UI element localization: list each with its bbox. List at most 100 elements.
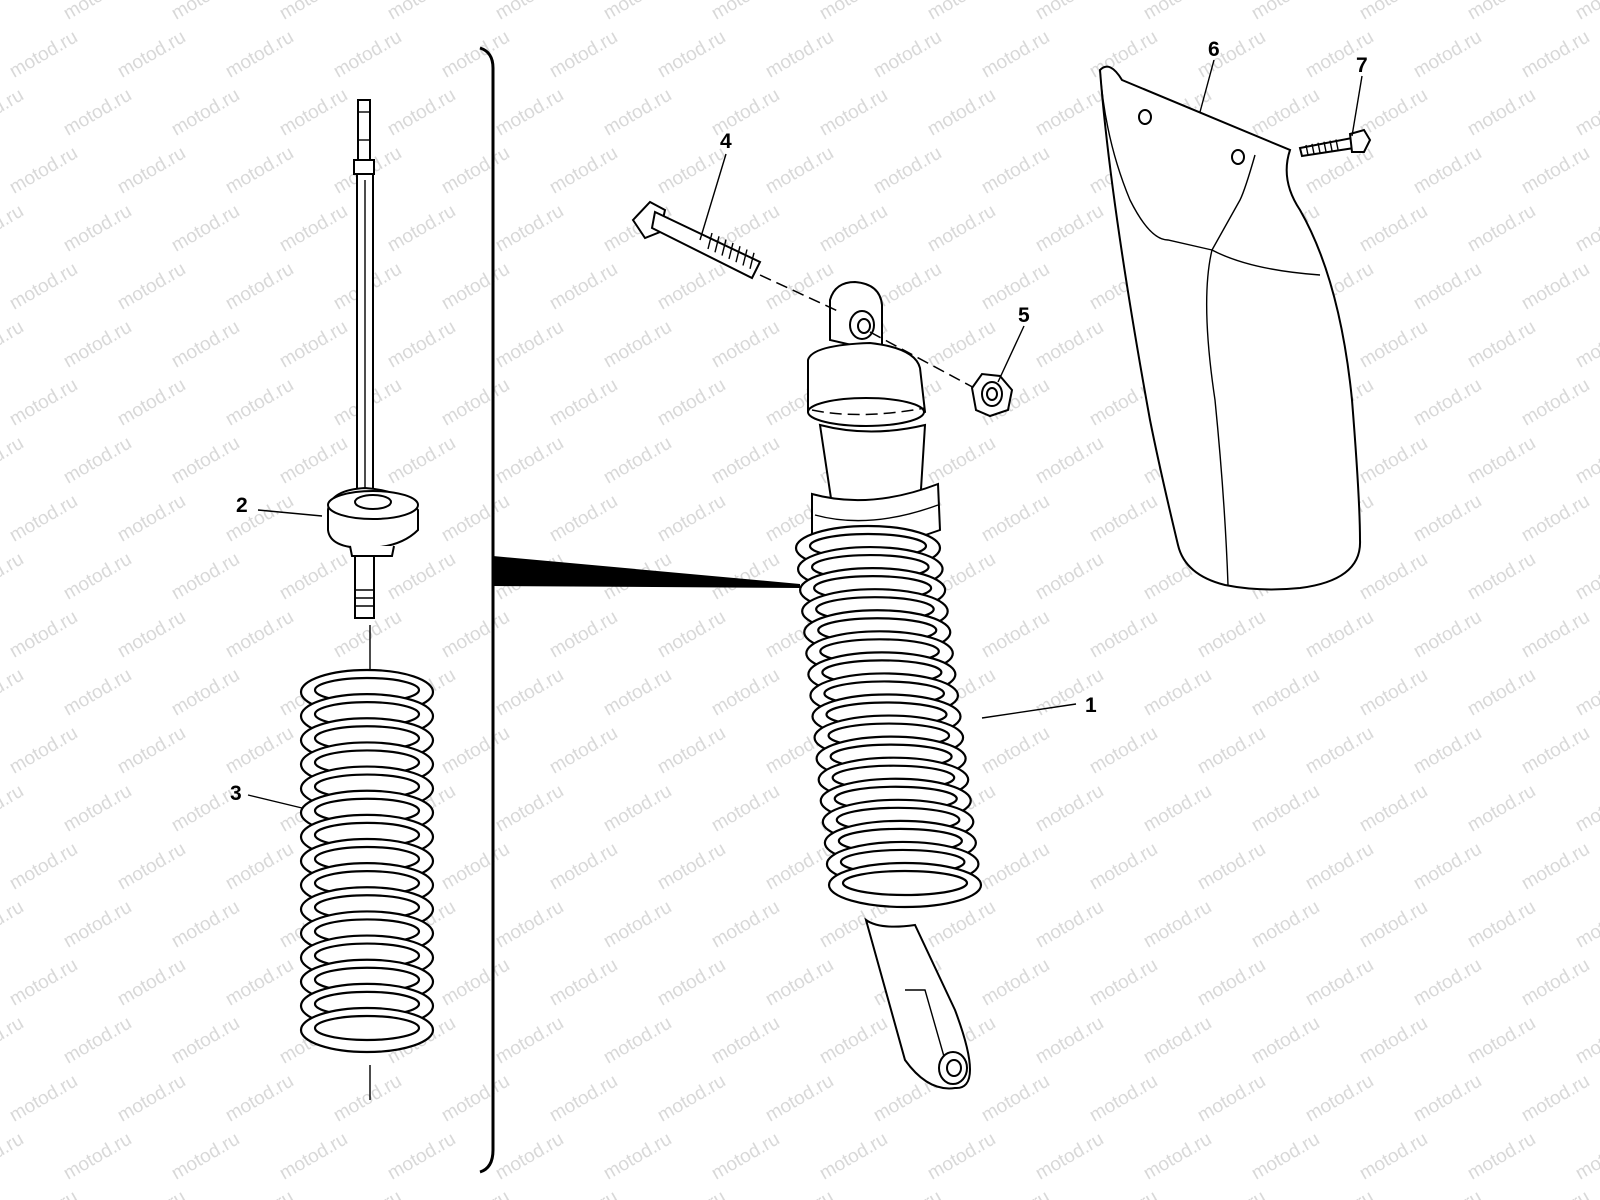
watermark-text: motod.ru (924, 201, 999, 257)
watermark-text: motod.ru (384, 201, 459, 257)
watermark-text: motod.ru (492, 201, 567, 257)
screw-thread (1335, 139, 1339, 150)
watermark-text: motod.ru (6, 1071, 81, 1127)
watermark-text: motod.ru (222, 1187, 297, 1200)
watermark-text: motod.ru (114, 723, 189, 779)
bolt-thread (714, 236, 720, 253)
spring-coil-inner (841, 869, 969, 897)
watermark-text: motod.ru (654, 955, 729, 1011)
watermark-text: motod.ru (978, 259, 1053, 315)
watermark-text: motod.ru (1518, 723, 1593, 779)
watermark-text: motod.ru (1248, 665, 1323, 721)
watermark-text: motod.ru (546, 1071, 621, 1127)
watermark-text: motod.ru (60, 897, 135, 953)
bolt-axis-line (759, 274, 841, 313)
watermark-text: motod.ru (114, 839, 189, 895)
watermark-text: motod.ru (0, 433, 27, 489)
watermark-text: motod.ru (1032, 85, 1107, 141)
watermark-text: motod.ru (1464, 317, 1539, 373)
watermark-text: motod.ru (1302, 1071, 1377, 1127)
watermark-text: motod.ru (1248, 1013, 1323, 1069)
watermark-text: motod.ru (1302, 1187, 1377, 1200)
watermark-text: motod.ru (708, 317, 783, 373)
watermark-text: motod.ru (654, 143, 729, 199)
watermark-text: motod.ru (1410, 607, 1485, 663)
watermark-text: motod.ru (1464, 781, 1539, 837)
watermark-text: motod.ru (708, 1013, 783, 1069)
watermark-text: motod.ru (60, 317, 135, 373)
watermark-text: motod.ru (978, 1187, 1053, 1200)
watermark-text: motod.ru (1464, 0, 1539, 24)
watermark-text: motod.ru (438, 143, 513, 199)
watermark-text: motod.ru (1518, 955, 1593, 1011)
watermark-text: motod.ru (1356, 317, 1431, 373)
watermark-text: motod.ru (0, 317, 27, 373)
watermark-text: motod.ru (168, 897, 243, 953)
watermark-text: motod.ru (438, 27, 513, 83)
watermark-text: motod.ru (276, 201, 351, 257)
leader-lines (247, 59, 1363, 809)
watermark-text: motod.ru (1410, 1071, 1485, 1127)
watermark-text: motod.ru (654, 1071, 729, 1127)
watermark-text: motod.ru (1356, 781, 1431, 837)
watermark-text: motod.ru (600, 1129, 675, 1185)
watermark-text: motod.ru (978, 607, 1053, 663)
watermark-text: motod.ru (1464, 549, 1539, 605)
loose-coil-spring (299, 668, 435, 1054)
watermark-text: motod.ru (1356, 85, 1431, 141)
watermark-text: motod.ru (168, 201, 243, 257)
watermark-text: motod.ru (114, 1187, 189, 1200)
shock-absorber-assembled (807, 280, 942, 547)
watermark-text: motod.ru (276, 0, 351, 24)
watermark-text: motod.ru (1086, 491, 1161, 547)
watermark-text: motod.ru (654, 491, 729, 547)
watermark-text: motod.ru (1086, 1187, 1161, 1200)
watermark-text: motod.ru (0, 781, 27, 837)
watermark-text: motod.ru (924, 85, 999, 141)
watermark-text: motod.ru (222, 723, 297, 779)
watermark-text: motod.ru (492, 897, 567, 953)
watermark-text: motod.ru (1248, 0, 1323, 24)
watermark-text: motod.ru (492, 433, 567, 489)
watermark-text: motod.ru (276, 1129, 351, 1185)
watermark-text: motod.ru (222, 607, 297, 663)
watermark-text: motod.ru (276, 549, 351, 605)
watermark-text: motod.ru (114, 1071, 189, 1127)
watermark-text: motod.ru (546, 375, 621, 431)
watermark-text: motod.ru (978, 27, 1053, 83)
watermark-text: motod.ru (330, 27, 405, 83)
callout-5: 5 (1018, 304, 1030, 327)
watermark-text: motod.ru (762, 143, 837, 199)
watermark-text: motod.ru (438, 955, 513, 1011)
watermark-text: motod.ru (1572, 433, 1600, 489)
watermark-text: motod.ru (6, 839, 81, 895)
watermark-text: motod.ru (168, 1129, 243, 1185)
watermark-text: motod.ru (1086, 1071, 1161, 1127)
watermark-text: motod.ru (546, 723, 621, 779)
watermark-text: motod.ru (708, 0, 783, 24)
watermark-text: motod.ru (1356, 549, 1431, 605)
watermark-text: motod.ru (1032, 433, 1107, 489)
watermark-text: motod.ru (168, 665, 243, 721)
watermark-text: motod.ru (60, 781, 135, 837)
watermark-text: motod.ru (1410, 723, 1485, 779)
screw-thread (1305, 144, 1309, 156)
watermark-text: motod.ru (546, 1187, 621, 1200)
watermark-text: motod.ru (114, 955, 189, 1011)
watermark-text: motod.ru (1464, 665, 1539, 721)
watermark-text: motod.ru (1518, 27, 1593, 83)
watermark-text: motod.ru (762, 955, 837, 1011)
watermark-text: motod.ru (114, 375, 189, 431)
watermark-text: motod.ru (1518, 491, 1593, 547)
watermark-text: motod.ru (546, 259, 621, 315)
watermark-text: motod.ru (1086, 723, 1161, 779)
watermark-text: motod.ru (1302, 955, 1377, 1011)
watermark-text: motod.ru (276, 85, 351, 141)
bolt-thread (742, 249, 748, 266)
watermark-text: motod.ru (762, 1071, 837, 1127)
watermark-text: motod.ru (60, 0, 135, 24)
watermark-text: motod.ru (1410, 143, 1485, 199)
watermark-text: motod.ru (6, 1187, 81, 1200)
watermark-text: motod.ru (1410, 27, 1485, 83)
watermark-text: motod.ru (6, 375, 81, 431)
